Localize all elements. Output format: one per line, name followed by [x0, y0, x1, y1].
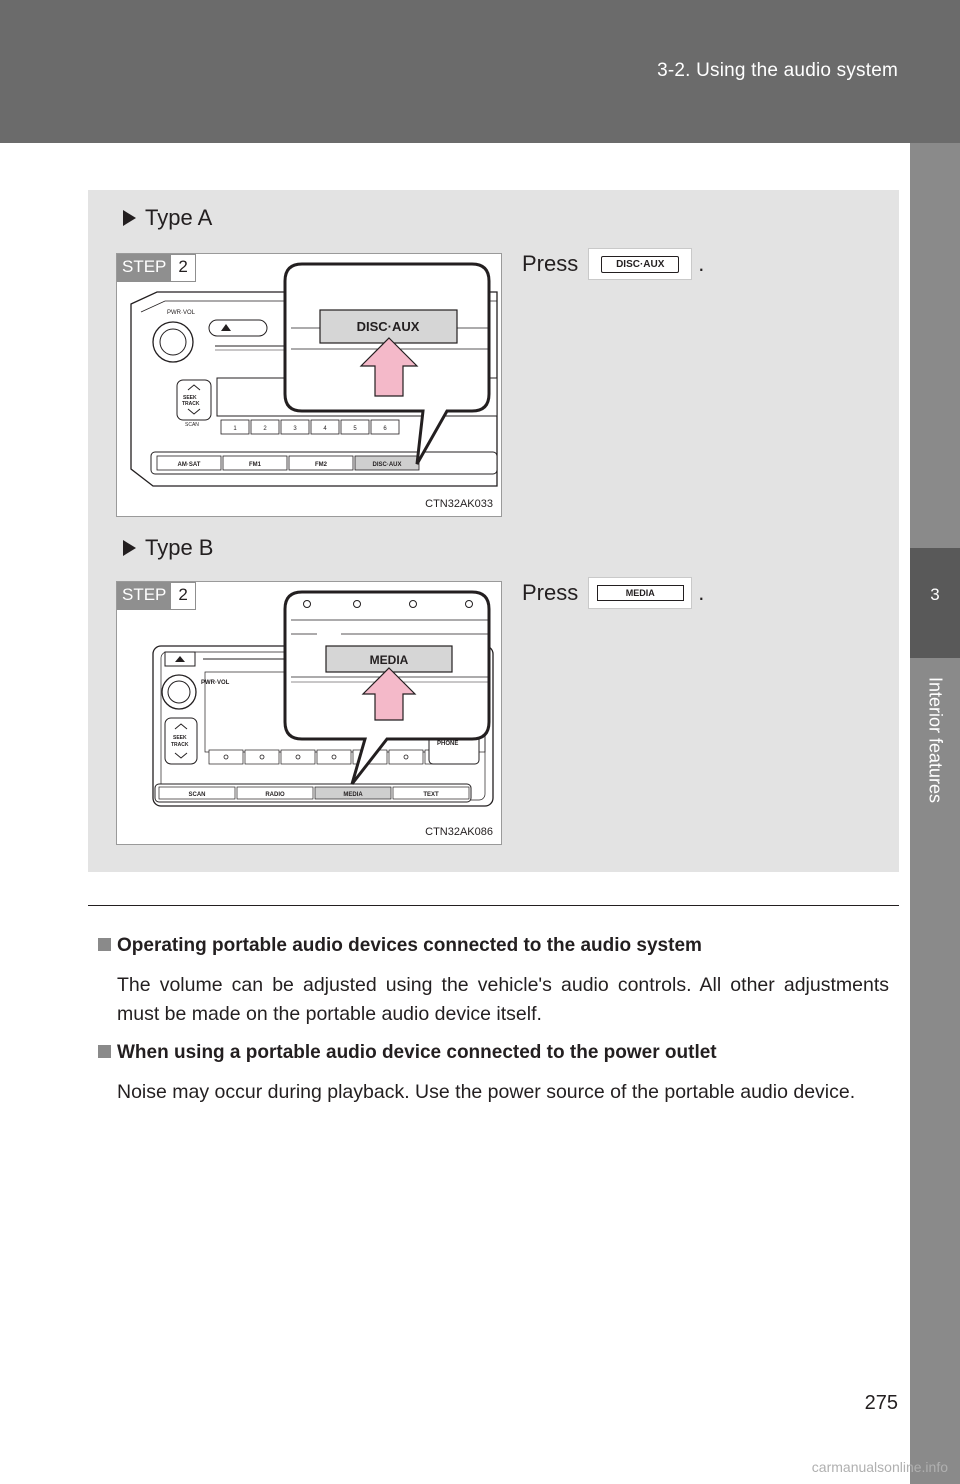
up-arrow-icon	[361, 667, 417, 721]
type-b-radio-illustration: PWR·VOL SEEK TRACK PHONE SCAN RADIO MEDIA T…	[152, 590, 494, 807]
press-text: Press	[522, 580, 579, 605]
type-a-figure: PWR·VOL SEEK TRACK SCAN 1 2 3 4 5 6 AM·SAT FM1…	[116, 253, 502, 517]
pwr-vol-label: PWR·VOL	[167, 310, 196, 316]
callout-knobs	[303, 600, 473, 608]
scan-label: SCAN	[185, 422, 199, 428]
preset-button	[220, 419, 250, 435]
preset-label: 1	[233, 426, 237, 432]
preset-button	[310, 419, 340, 435]
step-number: 2	[171, 254, 196, 282]
seek-label: SEEK	[183, 395, 197, 401]
preset-label: 4	[323, 426, 327, 432]
triangle-bullet-icon	[123, 210, 136, 226]
preset-dot	[403, 754, 409, 760]
disc-aux-button-label: DISC·AUX	[601, 255, 680, 273]
radio-button	[236, 786, 314, 800]
press-end: .	[698, 251, 705, 276]
preset-dot	[295, 754, 301, 760]
page-header: 3-2. Using the audio system	[0, 0, 960, 143]
track-label: TRACK	[182, 401, 200, 407]
radio-button	[314, 786, 392, 800]
type-a-heading-text: Type A	[145, 205, 213, 230]
note-title-1: Operating portable audio devices connect…	[98, 935, 702, 957]
knob-dot	[409, 600, 417, 608]
radio-button	[288, 455, 354, 471]
pwr-vol-label: PWR·VOL	[201, 680, 230, 686]
type-b-heading: Type B	[123, 535, 213, 561]
radio-button	[158, 786, 236, 800]
chapter-side-tab	[910, 143, 960, 1484]
preset-label: 5	[353, 426, 357, 432]
preset-label: 2	[263, 426, 267, 432]
preset-dot	[259, 754, 265, 760]
preset-button	[370, 419, 400, 435]
chapter-number-box	[910, 548, 960, 658]
press-end: .	[698, 580, 705, 605]
up-arrow-icon	[359, 337, 419, 397]
radio-button-label: RADIO	[265, 792, 285, 798]
radio-button-label: AM·SAT	[178, 462, 201, 468]
note-title-2: When using a portable audio device conne…	[98, 1042, 717, 1064]
type-b-heading-text: Type B	[145, 535, 214, 560]
radio-button-label: FM2	[315, 462, 328, 468]
watermark: carmanualsonline.info	[811, 1459, 948, 1475]
disc-aux-button-image: DISC·AUX	[588, 248, 693, 280]
square-bullet-icon	[98, 1045, 111, 1058]
type-a-instruction: Press DISC·AUX .	[522, 248, 704, 280]
preset-button	[280, 419, 310, 435]
step-label: STEP	[117, 582, 172, 610]
type-a-radio-illustration: PWR·VOL SEEK TRACK SCAN 1 2 3 4 5 6 AM·SAT FM1…	[130, 262, 498, 487]
disc-aux-callout-label: DISC·AUX	[357, 319, 420, 334]
radio-button	[156, 455, 222, 471]
phone-label: PHONE	[437, 741, 458, 747]
radio-button-label: TEXT	[423, 792, 439, 798]
section-title: 3-2. Using the audio system	[657, 60, 898, 81]
chapter-number: 3	[930, 585, 940, 604]
bottom-buttons: SCAN RADIO MEDIA TEXT	[158, 786, 470, 800]
media-callout-label: MEDIA	[370, 653, 409, 667]
knob-dot	[353, 600, 361, 608]
press-text: Press	[522, 251, 579, 276]
preset-button	[250, 419, 280, 435]
track-label: TRACK	[171, 742, 189, 748]
type-b-figure: PWR·VOL SEEK TRACK PHONE SCAN RADIO MEDIA T…	[116, 581, 502, 845]
bottom-buttons: AM·SAT FM1 FM2 DISC·AUX	[156, 455, 420, 471]
radio-button-label: FM1	[249, 462, 262, 468]
radio-button-label: MEDIA	[343, 792, 363, 798]
preset-dot	[331, 754, 337, 760]
seek-label: SEEK	[173, 735, 187, 741]
knob-dot	[465, 600, 473, 608]
page-number: 275	[864, 1392, 898, 1414]
type-b-instruction: Press MEDIA .	[522, 577, 704, 609]
note-body-1: The volume can be adjusted using the veh…	[117, 974, 889, 1025]
note-title-text: Operating portable audio devices connect…	[117, 935, 702, 956]
preset-button	[340, 419, 370, 435]
radio-button	[222, 455, 288, 471]
knob-dot	[303, 600, 311, 608]
type-a-heading: Type A	[123, 205, 212, 231]
preset-label: 6	[383, 426, 387, 432]
chapter-title: Interior features	[925, 676, 946, 804]
radio-button-label: DISC·AUX	[372, 462, 401, 468]
preset-dot	[223, 754, 229, 760]
note-body-2: Noise may occur during playback. Use the…	[117, 1081, 856, 1103]
square-bullet-icon	[98, 938, 111, 951]
figure-code: CTN32AK033	[425, 498, 493, 510]
media-button-label: MEDIA	[596, 585, 684, 601]
figure-code: CTN32AK086	[425, 826, 493, 838]
preset-buttons	[208, 749, 460, 765]
section-divider	[88, 905, 899, 906]
step-number: 2	[171, 582, 196, 610]
note-title-text: When using a portable audio device conne…	[117, 1042, 717, 1063]
media-button-image: MEDIA	[588, 577, 693, 609]
preset-label: 3	[293, 426, 297, 432]
triangle-bullet-icon	[123, 540, 136, 556]
radio-button-label: SCAN	[188, 792, 205, 798]
preset-buttons: 1 2 3 4 5 6	[220, 419, 400, 435]
radio-button	[392, 786, 470, 800]
step-label: STEP	[117, 254, 172, 282]
